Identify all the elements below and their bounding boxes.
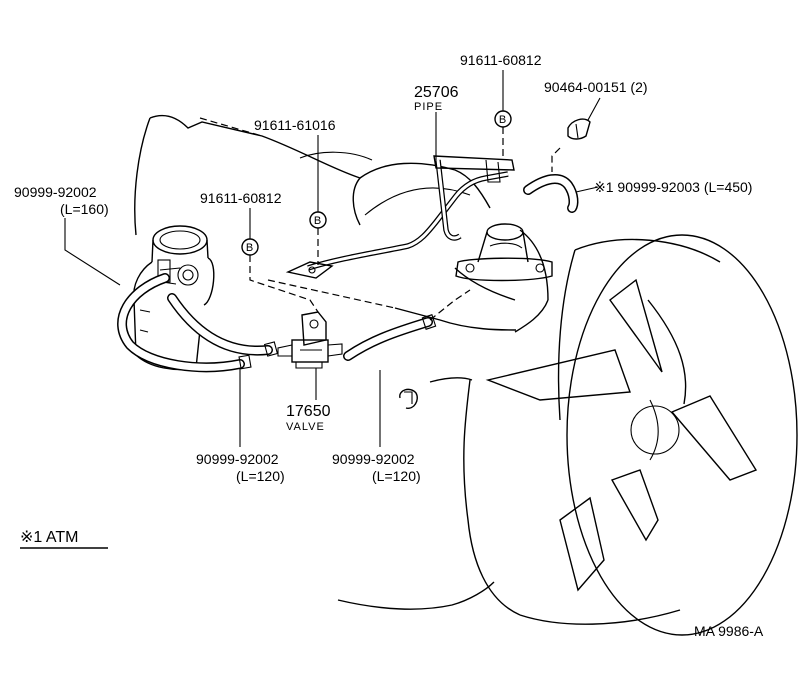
label-hose-right: ※1 90999-92003 (L=450)	[594, 179, 752, 195]
water-outlet	[455, 223, 553, 282]
label-hose-left-top-length: (L=160)	[60, 201, 109, 217]
label-pipe-part: 25706	[414, 84, 459, 101]
cooling-fan	[485, 234, 798, 636]
hoses-left	[117, 273, 279, 373]
label-hose-bottom-right: 90999-92002	[332, 451, 415, 467]
label-hose-left-top: 90999-92002	[14, 184, 97, 200]
label-hose-bottom-left: 90999-92002	[196, 451, 279, 467]
bolt-marker-right: B	[494, 110, 512, 128]
label-valve-name: VALVE	[286, 421, 325, 433]
bolt-marker-center: B	[309, 211, 327, 229]
bolt-marker-left: B	[241, 238, 259, 256]
bolt-marker-label-center: B	[314, 215, 322, 227]
label-valve-part: 17650	[286, 403, 331, 420]
label-bolt-right-top: 91611-60812	[460, 52, 542, 68]
label-pipe-name: PIPE	[414, 101, 443, 113]
label-diagram-code: MA 9986-A	[694, 623, 764, 639]
label-clamp-part: 90464-00151 (2)	[544, 79, 648, 95]
pipe	[285, 155, 515, 279]
label-hose-bottom-left-length: (L=120)	[236, 468, 285, 484]
hose-right	[523, 174, 579, 213]
label-hose-bottom-right-length: (L=120)	[372, 468, 421, 484]
label-bolt-left: 91611-60812	[200, 190, 282, 206]
labels: 90999-92002 (L=160) 91611-61016 91611-60…	[14, 52, 764, 639]
label-bolt-center-top: 91611-61016	[254, 117, 336, 133]
bolt-marker-label-left: B	[246, 242, 254, 254]
clamp	[551, 118, 591, 172]
bolt-marker-label-right: B	[499, 114, 507, 126]
leader-lines	[64, 70, 601, 447]
label-footnote: ※1 ATM	[20, 529, 78, 546]
hose-valve-right	[343, 314, 437, 361]
vsv-valve	[277, 311, 343, 369]
